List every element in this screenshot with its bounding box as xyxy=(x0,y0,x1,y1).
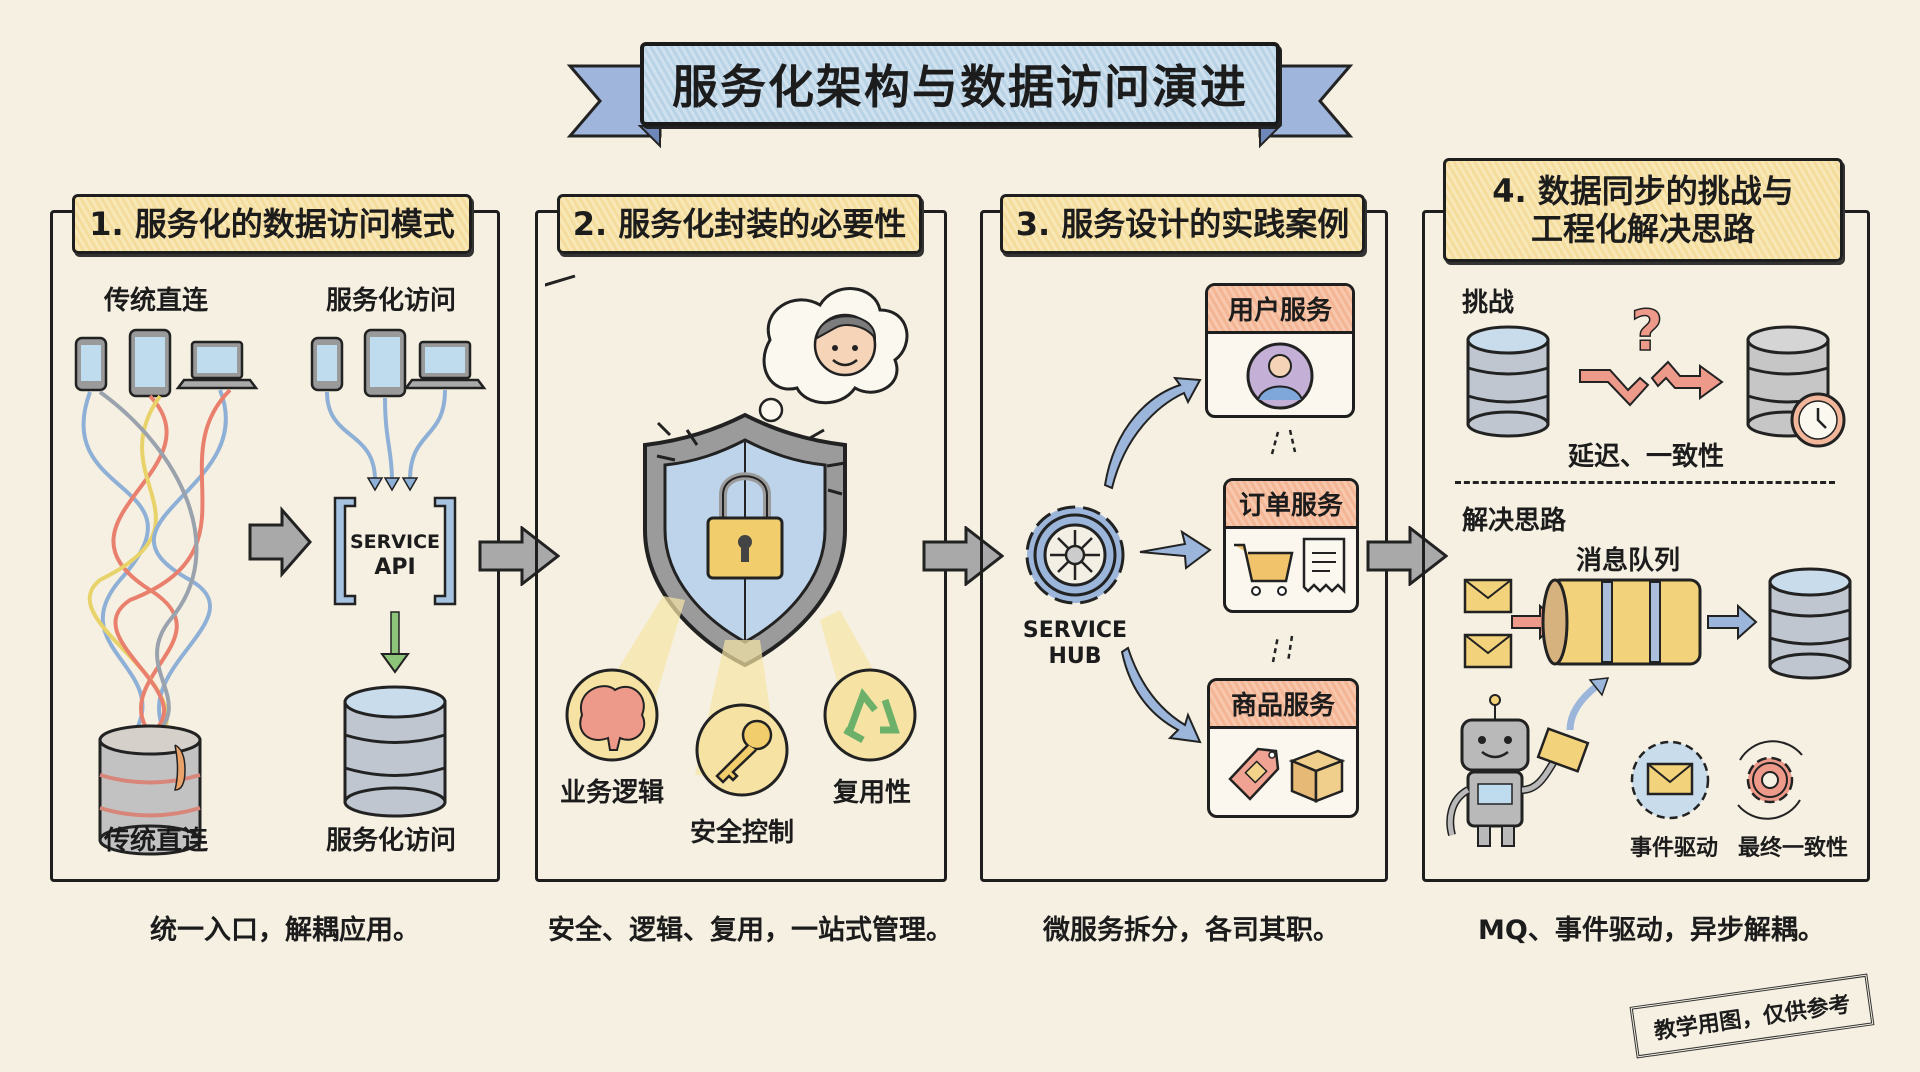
event-driven-icon xyxy=(1630,740,1710,820)
key-icon xyxy=(695,703,789,797)
user-service-card: 用户服务 xyxy=(1205,283,1355,418)
label-direct-top: 传统直连 xyxy=(104,286,209,316)
phone-icon xyxy=(74,336,108,392)
sync-dashed-arrows xyxy=(1270,429,1297,663)
order-service-card: 订单服务 xyxy=(1223,478,1359,613)
database-icon xyxy=(343,685,447,818)
user-avatar-icon xyxy=(1246,342,1314,410)
label-service-top: 服务化访问 xyxy=(326,286,457,316)
phone-icon xyxy=(310,336,344,392)
label-service-bottom: 服务化访问 xyxy=(326,826,457,856)
challenge-label: 挑战 xyxy=(1462,288,1515,318)
svg-text:?: ? xyxy=(1631,299,1663,364)
tablet-icon xyxy=(363,328,407,398)
user-thought-bubble-icon xyxy=(744,287,909,439)
panel-3-heading: 3. 服务设计的实践案例 xyxy=(1000,194,1365,254)
section-divider xyxy=(1455,481,1835,484)
banner-main: 服务化架构与数据访问演进 xyxy=(640,42,1280,126)
eventual-consistency-gear-icon xyxy=(1737,740,1803,820)
feature-label-reuse: 复用性 xyxy=(833,778,912,808)
panel-4-heading: 4. 数据同步的挑战与 工程化解决思路 xyxy=(1443,158,1843,262)
panel-1-illustration: SERVICE API xyxy=(74,328,487,856)
brain-icon xyxy=(565,668,659,762)
panel-4-heading-line1: 4. 数据同步的挑战与 xyxy=(1492,171,1794,210)
service-hub-line2: HUB xyxy=(1048,644,1101,669)
service-api-line1: SERVICE xyxy=(350,531,440,553)
overloaded-database-icon xyxy=(98,724,202,856)
converging-arrows-icon xyxy=(325,389,447,492)
panel-3-illustration: SERVICE HUB xyxy=(1023,376,1297,744)
feature-label-business-logic: 业务逻辑 xyxy=(560,778,665,808)
source-database-icon xyxy=(1466,325,1550,438)
hub-to-order-arrow xyxy=(1139,529,1212,570)
service-hub-gear-icon xyxy=(1025,505,1125,605)
laptop-icon xyxy=(403,340,487,390)
panel-4-heading-line2: 工程化解决思路 xyxy=(1530,210,1755,248)
target-database-icon xyxy=(1746,325,1830,438)
panel-4-illustration: ? xyxy=(1446,298,1852,847)
queue-label: 消息队列 xyxy=(1576,546,1681,576)
down-arrow-icon xyxy=(380,611,410,674)
order-service-title: 订单服务 xyxy=(1226,481,1356,529)
flow-arrow-3-to-4 xyxy=(1366,526,1448,586)
panel-3-heading-text: 3. 服务设计的实践案例 xyxy=(1015,204,1350,243)
title-banner: 服务化架构与数据访问演进 xyxy=(560,36,1360,154)
panel-1-heading: 1. 服务化的数据访问模式 xyxy=(72,194,472,254)
service-api-brackets-icon xyxy=(333,496,457,606)
panel-2-caption: 安全、逻辑、复用，一站式管理。 xyxy=(548,915,953,946)
message-queue-icon xyxy=(1541,578,1702,666)
product-service-card: 商品服务 xyxy=(1207,678,1359,818)
dequeue-arrow-icon xyxy=(1707,603,1758,641)
panel-1-caption: 统一入口，解耦应用。 xyxy=(150,915,420,946)
shield-lock-icon xyxy=(545,274,847,668)
hub-to-product-arrow xyxy=(1120,646,1202,744)
clock-icon xyxy=(1790,392,1846,448)
event-driven-label: 事件驱动 xyxy=(1630,836,1719,861)
panel-4-caption: MQ、事件驱动，异步解耦。 xyxy=(1478,915,1825,946)
broken-sync-arrow-icon xyxy=(1579,360,1724,407)
panel-1-heading-text: 1. 服务化的数据访问模式 xyxy=(89,204,455,243)
feature-label-security: 安全控制 xyxy=(690,818,795,848)
panel-3-caption: 微服务拆分，各司其职。 xyxy=(1043,915,1340,946)
eventual-consistency-label: 最终一致性 xyxy=(1738,836,1849,861)
message-envelope-icon xyxy=(1463,578,1513,669)
cart-receipt-icon xyxy=(1234,537,1346,596)
destination-database-icon xyxy=(1768,567,1852,680)
product-service-title: 商品服务 xyxy=(1210,681,1356,729)
hub-to-user-arrow xyxy=(1103,376,1202,490)
disclaimer-stamp: 教学用图，仅供参考 xyxy=(1629,973,1875,1059)
service-hub-line1: SERVICE xyxy=(1023,618,1127,643)
service-api-line2: API xyxy=(374,555,415,580)
solution-label: 解决思路 xyxy=(1462,506,1567,536)
flow-arrow-1-to-2 xyxy=(478,526,560,586)
page-title: 服务化架构与数据访问演进 xyxy=(672,60,1248,114)
recycle-icon xyxy=(823,668,917,762)
tag-box-icon xyxy=(1228,747,1346,803)
tangled-wires-icon xyxy=(81,388,232,742)
laptop-icon xyxy=(175,340,259,390)
question-mark-icon: ? xyxy=(1630,298,1664,365)
panel-2-heading: 2. 服务化封装的必要性 xyxy=(557,194,922,254)
transform-arrow-icon xyxy=(248,506,312,578)
challenge-caption: 延迟、一致性 xyxy=(1568,442,1725,472)
panel-2-heading-text: 2. 服务化封装的必要性 xyxy=(572,204,907,243)
label-direct-bottom: 传统直连 xyxy=(104,826,209,856)
panel-2-illustration xyxy=(545,274,917,797)
tablet-icon xyxy=(128,328,172,398)
robot-producer-icon xyxy=(1446,677,1610,847)
user-service-title: 用户服务 xyxy=(1208,286,1352,334)
